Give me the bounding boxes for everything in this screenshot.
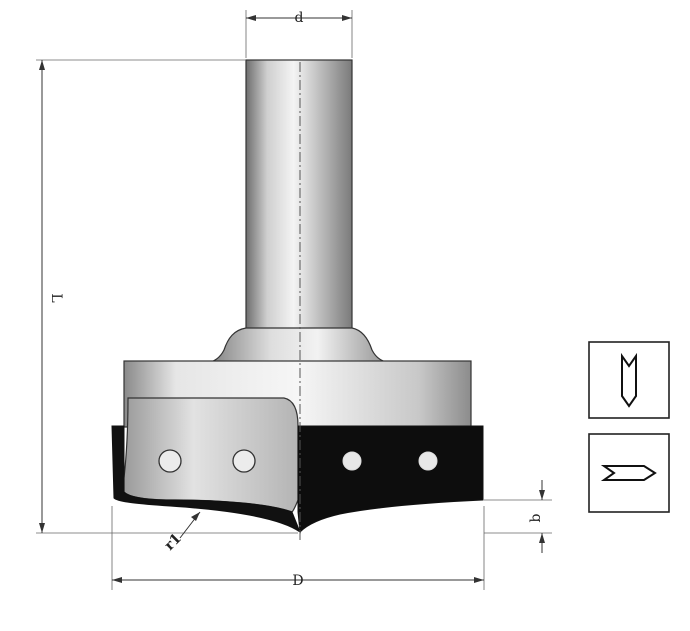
left-tip-edge [111, 425, 302, 534]
collar [205, 327, 393, 364]
label-b: b [528, 513, 544, 522]
shank [245, 59, 353, 333]
screw-hole [232, 449, 256, 473]
blade-right [297, 425, 484, 534]
plunge-cut-icon [588, 341, 670, 419]
screw-hole [418, 451, 438, 471]
label-d: d [295, 10, 304, 26]
label-r1: r1 [161, 530, 184, 553]
screw-hole [342, 451, 362, 471]
label-D: D [292, 573, 303, 589]
label-L: L [48, 293, 64, 302]
blade-left [123, 397, 299, 513]
screw-hole [158, 449, 182, 473]
side-feed-icon [588, 433, 670, 513]
